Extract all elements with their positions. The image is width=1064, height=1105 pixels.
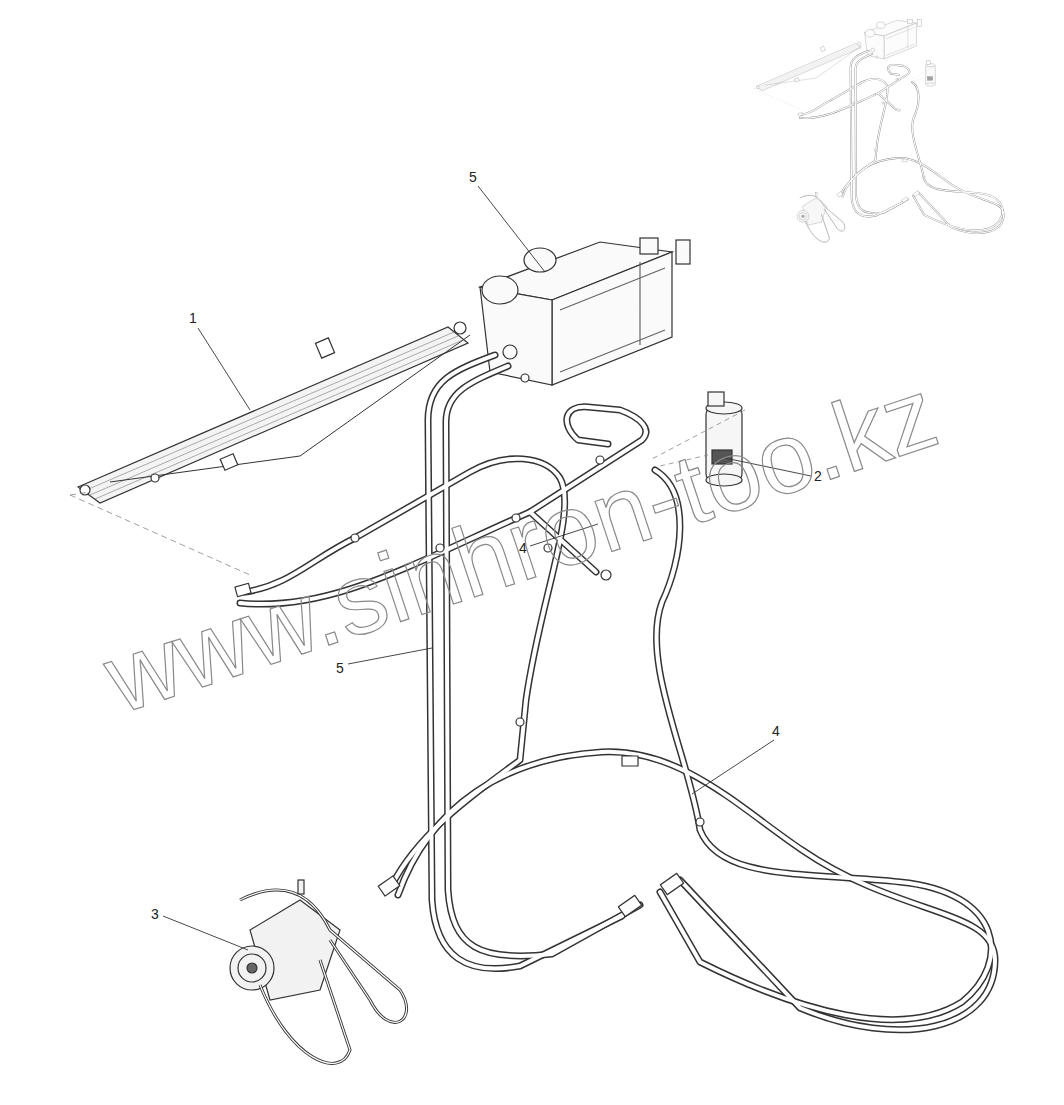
- callout-number: 3: [151, 907, 159, 921]
- overview-thumbnail: [754, 19, 1004, 242]
- watermark: www.sinhron-too.kz: [93, 361, 948, 728]
- callout-number: 5: [336, 661, 344, 675]
- callout-number: 5: [469, 170, 477, 184]
- callout-number: 4: [772, 724, 780, 738]
- callout-number: 1: [189, 311, 197, 325]
- main-illustration: [70, 238, 995, 1063]
